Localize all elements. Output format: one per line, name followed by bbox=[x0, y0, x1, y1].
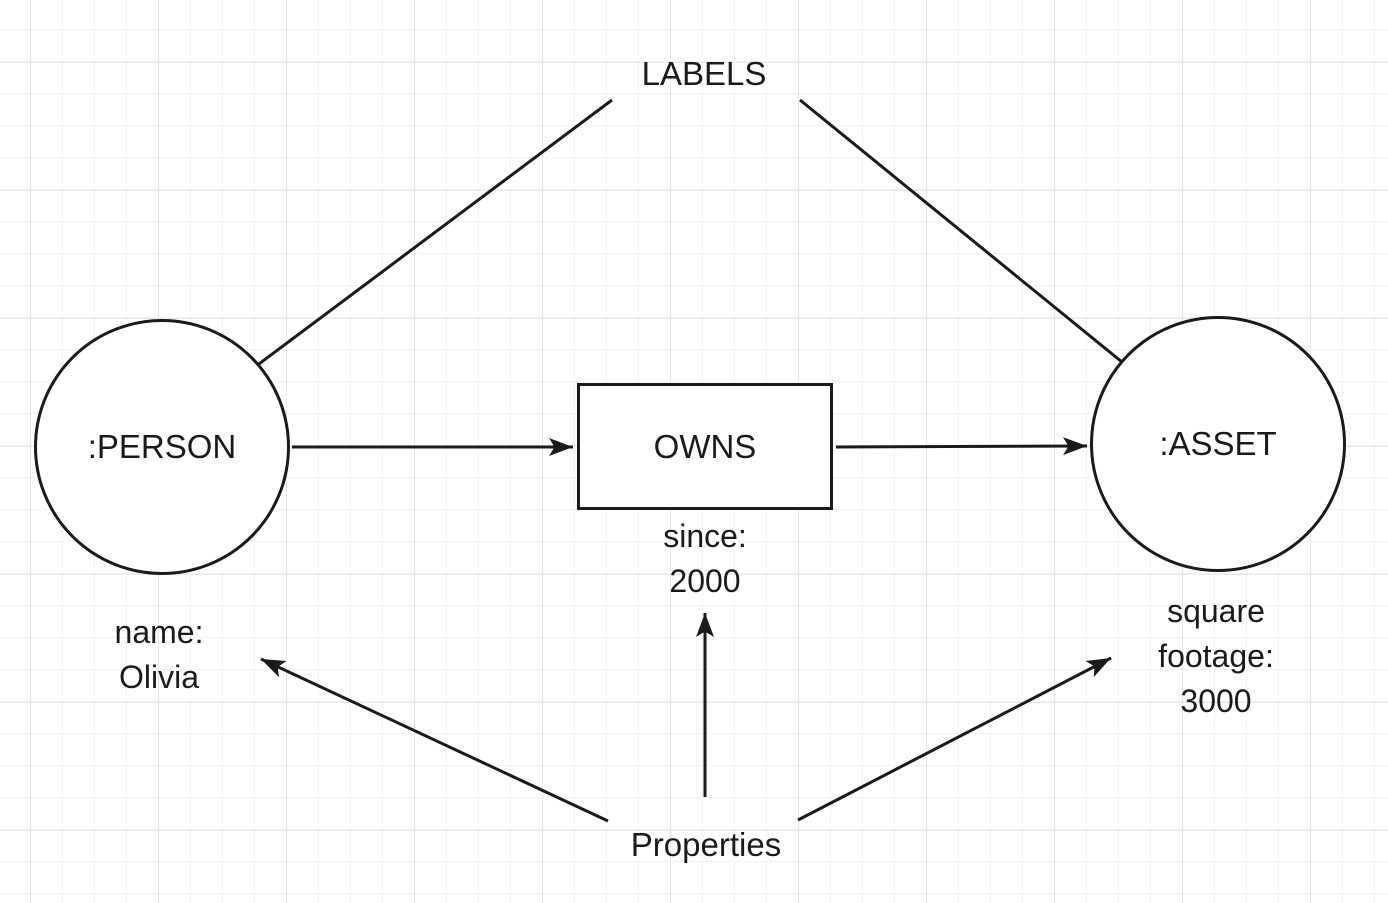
asset-node[interactable]: :ASSET bbox=[1090, 316, 1346, 572]
asset-property-text: square footage: 3000 bbox=[1158, 593, 1274, 719]
person-node-label: :PERSON bbox=[87, 428, 237, 465]
owns-to-asset-arrow bbox=[835, 437, 1088, 456]
asset-node-label: :ASSET bbox=[1159, 425, 1277, 462]
owns-property-text: since: 2000 bbox=[663, 518, 747, 599]
owns-relationship-label: OWNS bbox=[653, 427, 757, 465]
properties-to-sqft-arrow bbox=[797, 656, 1112, 822]
owns-relationship-box[interactable]: OWNS bbox=[577, 383, 833, 510]
labels-annotation: LABELS bbox=[641, 55, 767, 92]
properties-to-name-arrow bbox=[260, 657, 609, 823]
person-node[interactable]: :PERSON bbox=[34, 319, 290, 575]
person-property-text: name: Olivia bbox=[114, 614, 204, 695]
properties-annotation: Properties bbox=[630, 826, 782, 863]
